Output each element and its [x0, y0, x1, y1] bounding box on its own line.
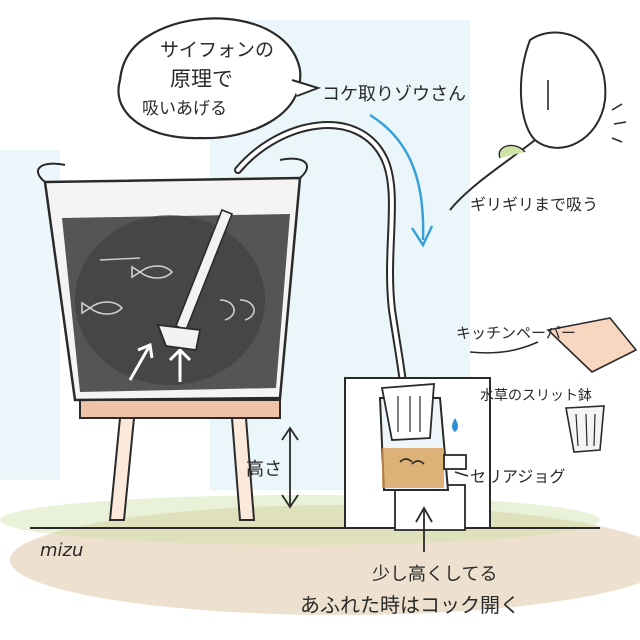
bubble-line-3: 吸いあげる — [142, 99, 227, 119]
flow-arrow-icon — [369, 113, 425, 241]
flow-arrowhead-icon — [410, 225, 434, 248]
raise-label: 少し高くしてる — [372, 564, 497, 585]
bubble-line-2: 原理で — [170, 67, 233, 91]
height-indicator: 高さ — [246, 426, 299, 509]
slit-pot-detail-icon — [565, 405, 605, 453]
cock-icon[interactable] — [443, 454, 467, 470]
signature: mizu — [40, 540, 83, 561]
height-label: 高さ — [246, 459, 282, 480]
grass-wash — [0, 495, 600, 545]
kitchen-paper-label: キッチンペーパー — [456, 324, 576, 342]
bubble-line-1: サイフォンの — [160, 39, 274, 61]
squeeze-label: ギリギリまで吸う — [470, 195, 598, 214]
stand — [79, 399, 281, 521]
hose-label: コケ取りゾウさん — [322, 84, 466, 105]
paper-icon — [546, 317, 638, 373]
slit-pot-icon — [380, 383, 458, 441]
speech-bubble: サイフォンの 原理で 吸いあげる — [117, 17, 322, 140]
fish-2-icon — [81, 301, 124, 315]
overflow-label: あふれた時はコック開く — [300, 593, 520, 617]
water-drip-icon — [452, 418, 458, 432]
siphon-tube-icon — [156, 208, 234, 352]
ground-wash — [10, 505, 640, 615]
fish-1-icon — [131, 265, 174, 279]
pot-label: 水草のスリット鉢 — [480, 388, 592, 404]
ceria-label: セリアジョグ — [470, 467, 565, 486]
bulb-hand-icon — [449, 31, 627, 211]
tank-icon — [37, 157, 308, 402]
